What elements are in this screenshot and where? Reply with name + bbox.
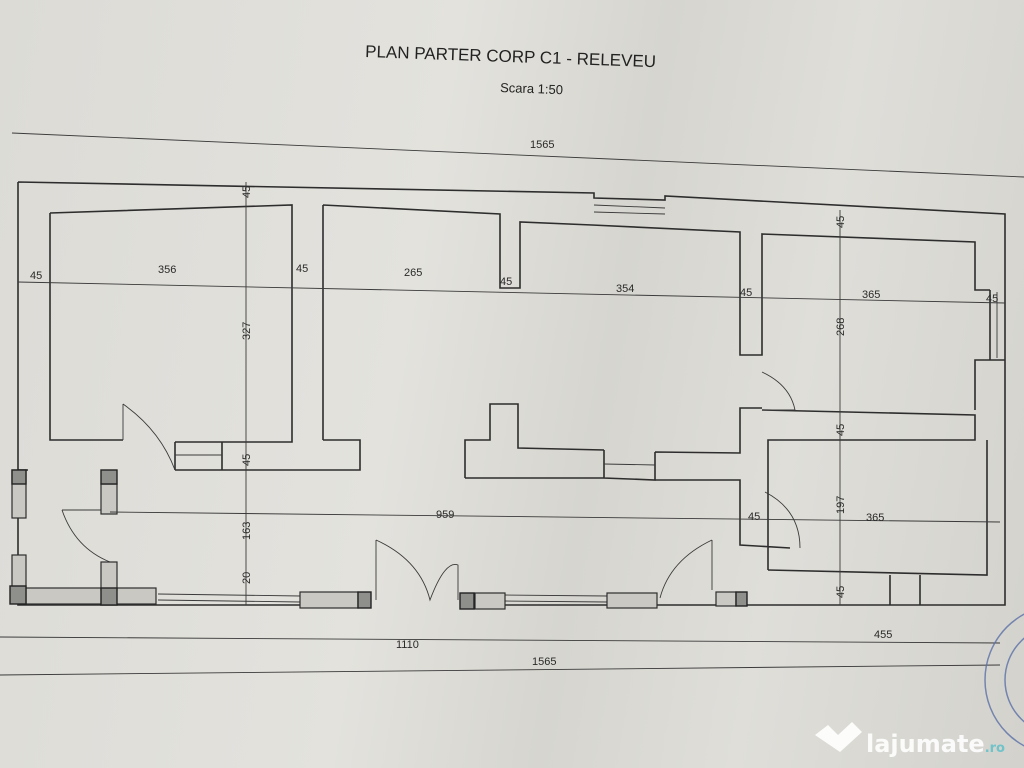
door-swing: [659, 539, 713, 599]
dim-overall-bottom: 1565: [532, 656, 556, 668]
dim-label: 45: [241, 186, 253, 198]
dim-label: 163: [241, 522, 253, 540]
dim-label: 197: [835, 496, 847, 514]
brick-wall: [715, 591, 737, 607]
dim-label: 45: [835, 424, 847, 436]
column: [100, 469, 118, 485]
dim-label: 45: [740, 287, 752, 299]
dim-label: 45: [835, 586, 847, 598]
column: [9, 585, 27, 605]
brick-wall: [100, 561, 118, 591]
dim-label: 356: [158, 264, 176, 276]
dim-label: 327: [241, 322, 253, 340]
dim-bottom-left: 1110: [396, 639, 419, 651]
right-window: [974, 290, 1005, 410]
dimension-line-top: [11, 132, 1024, 178]
dim-corridor: 959: [436, 509, 454, 521]
brick-wall: [11, 554, 27, 591]
window-line: [503, 594, 608, 597]
column: [357, 591, 372, 609]
dim-label: 268: [835, 318, 847, 336]
column: [735, 591, 748, 607]
dim-label: 45: [30, 270, 42, 282]
plan-scale: Scara 1:50: [500, 80, 563, 97]
dimension-line: [17, 281, 1006, 304]
watermark-text: lajumate.ro: [866, 730, 1005, 758]
window-line: [603, 463, 656, 466]
dim-label: 45: [986, 293, 998, 305]
brick-wall: [25, 587, 157, 605]
dim-bottom-right: 455: [874, 629, 892, 641]
room-3: [464, 403, 976, 570]
brick-wall: [299, 591, 359, 609]
outer-wall: [17, 181, 1006, 606]
window-line: [157, 593, 301, 597]
window-line: [593, 204, 666, 209]
window-line: [503, 600, 608, 603]
dim-label: 354: [616, 283, 634, 295]
door-swing: [375, 539, 459, 602]
brick-wall: [100, 483, 118, 515]
column: [100, 587, 118, 606]
brick-wall: [606, 592, 658, 609]
dimension-line: [0, 636, 1001, 644]
plan-title: PLAN PARTER CORP C1 - RELEVEU: [365, 42, 656, 71]
dim-overall-top: 1565: [530, 139, 554, 151]
room-2: [322, 204, 990, 440]
bottom-wall: [17, 469, 740, 606]
column: [11, 469, 27, 485]
dimension-line: [0, 664, 1001, 676]
dim-label: 45: [241, 454, 253, 466]
column: [459, 592, 475, 610]
brick-wall: [474, 592, 506, 610]
lajumate-watermark: lajumate.ro: [815, 722, 1005, 758]
dimension-line: [109, 511, 1001, 523]
dim-label: 365: [866, 512, 884, 524]
room-1: [49, 204, 361, 471]
window-line: [593, 211, 666, 215]
lajumate-logo-icon: [815, 722, 862, 752]
door-swing: [122, 403, 176, 471]
dim-label: 45: [500, 276, 512, 288]
dim-label: 45: [835, 216, 847, 228]
door-swing: [761, 371, 796, 411]
watermark-brand: lajumate: [866, 730, 985, 758]
door-swing: [764, 491, 801, 549]
dim-label: 265: [404, 267, 422, 279]
door-swing: [61, 509, 111, 563]
dim-label: 45: [748, 511, 760, 523]
watermark-tld: .ro: [985, 741, 1005, 756]
window-line: [157, 599, 301, 603]
stamp: [984, 613, 1024, 747]
room-5: [767, 440, 988, 605]
dim-label: 365: [862, 289, 880, 301]
dim-label: 45: [296, 263, 308, 275]
dim-label: 20: [241, 572, 253, 584]
